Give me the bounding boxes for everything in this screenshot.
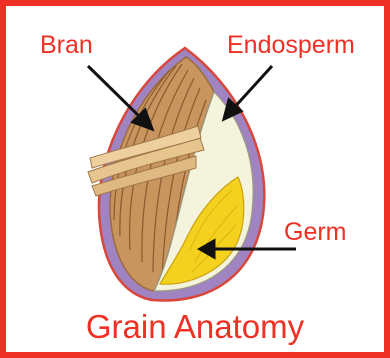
endosperm-arrow — [232, 66, 272, 110]
bran-label: Bran — [40, 33, 93, 58]
germ-label: Germ — [284, 220, 347, 245]
figure-title: Grain Anatomy — [0, 310, 390, 343]
endosperm-label: Endosperm — [227, 33, 355, 58]
bran-arrow — [88, 66, 143, 120]
